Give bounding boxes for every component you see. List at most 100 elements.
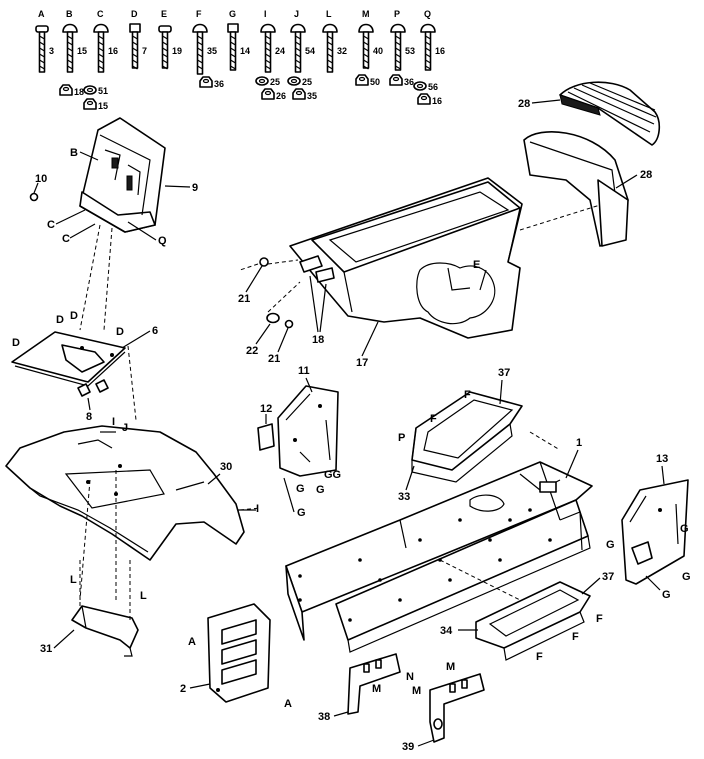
bolt-C (93, 23, 109, 73)
bolt-J (290, 23, 306, 73)
hex-nut (389, 74, 403, 86)
callout-39: 39 (402, 741, 414, 753)
bolt-letter: C (97, 9, 104, 19)
callout-1: 1 (576, 437, 582, 449)
callout-17: 17 (356, 357, 368, 369)
callout-9: 9 (192, 182, 198, 194)
bolt-part-number: 19 (172, 46, 182, 56)
callout-F3: F (596, 613, 603, 625)
callout-21b: 21 (268, 353, 280, 365)
bolt-letter: F (196, 9, 202, 19)
bolt-part-number: 53 (405, 46, 415, 56)
callout-G3: GG (324, 469, 341, 481)
lock-washer (83, 85, 97, 95)
part-34-lower-pad: 37 34 F F F (440, 571, 614, 663)
bolt-part-number: 15 (77, 46, 87, 56)
bolt-F (192, 23, 208, 75)
part-13-side-plate: 13 G G G G (606, 453, 691, 601)
bolt-letter: J (294, 9, 299, 19)
bolt-A (35, 25, 49, 73)
bolt-part-number: 54 (305, 46, 315, 56)
callout-B: B (70, 147, 78, 159)
callout-18: 18 (312, 334, 324, 346)
callout-28a: 28 (518, 98, 530, 110)
bolt-letter: M (362, 9, 370, 19)
callout-D2: D (56, 314, 64, 326)
bolt-B (62, 23, 78, 73)
callout-28b: 28 (640, 169, 652, 181)
part-37-upper-pad: 37 F F P 33 (398, 367, 523, 503)
bolt-letter: B (66, 9, 73, 19)
callout-L2: L (140, 590, 147, 602)
lock-washer (413, 81, 427, 91)
callout-12: 12 (260, 403, 272, 415)
lock-washer (287, 76, 301, 86)
washer-part-number: 25 (270, 77, 280, 87)
part-10-key: 10 (29, 173, 47, 202)
assembly-lines (79, 204, 601, 620)
callout-31: 31 (40, 643, 52, 655)
callout-G1: G (296, 483, 305, 495)
lock-washer (255, 76, 269, 86)
bolt-letter: G (229, 9, 236, 19)
bolt-E (158, 25, 172, 70)
washer-part-number: 25 (302, 77, 312, 87)
nut-part-number: 36 (214, 79, 224, 89)
callout-2: 2 (180, 683, 186, 695)
bolt-D (129, 23, 141, 70)
bolt-M (358, 23, 374, 70)
nut-part-number: 18 (74, 87, 84, 97)
callout-F4: F (572, 631, 579, 643)
callout-M2: M (446, 661, 455, 673)
callout-37a: 37 (498, 367, 510, 379)
bolt-Q (420, 23, 436, 71)
callout-11: 11 (298, 365, 310, 377)
part-31-rear-bracket: 31 L L (40, 574, 147, 657)
callout-F1: F (464, 389, 471, 401)
callout-D1: D (12, 337, 20, 349)
part-17-hood: E 17 18 (289, 177, 523, 369)
hex-nut (59, 84, 73, 96)
bolt-part-number: 3 (49, 46, 54, 56)
callout-Q: Q (158, 235, 167, 247)
callout-I2: I (256, 503, 259, 515)
callout-F5: F (536, 651, 543, 663)
part-12-tab: 12 (257, 403, 275, 451)
callout-33: 33 (398, 491, 410, 503)
hex-nut (199, 76, 213, 88)
callout-6: 6 (152, 325, 158, 337)
bolt-part-number: 16 (108, 46, 118, 56)
callout-M1: M (372, 683, 381, 695)
bolt-part-number: 16 (435, 46, 445, 56)
hex-nut (261, 88, 275, 100)
callout-37b: 37 (602, 571, 614, 583)
callout-34: 34 (440, 625, 453, 637)
hardware-row: A3B15C16D7E19F35G14I24J54L32M40P53Q16512… (35, 9, 445, 111)
part-28-bumper-pad: 28 (518, 81, 661, 146)
callout-G8: G (662, 589, 671, 601)
callout-N: N (406, 671, 414, 683)
part-30-fender: 30 I J I (5, 416, 259, 601)
part-8-clips (77, 379, 109, 397)
part-1-frame: 1 (285, 437, 593, 653)
nut-part-number: 35 (307, 91, 317, 101)
bolt-letter: P (394, 9, 400, 19)
callout-30: 30 (220, 461, 232, 473)
callout-G4: G (297, 507, 306, 519)
callout-D3: D (70, 310, 78, 322)
callout-D4: D (116, 326, 124, 338)
bolt-part-number: 14 (240, 46, 250, 56)
nut-part-number: 16 (432, 96, 442, 106)
part-39-bracket: 39 M M (402, 661, 485, 753)
bolt-letter: I (264, 9, 267, 19)
callout-38: 38 (318, 711, 330, 723)
callout-I1: I (112, 416, 115, 428)
callout-G5: G (680, 523, 689, 535)
bolt-part-number: 35 (207, 46, 217, 56)
part-38-bracket: 38 N M (318, 653, 414, 723)
parts-21-22-fasteners: 21 22 21 (238, 257, 301, 365)
callout-8: 8 (86, 411, 92, 423)
nut-part-number: 15 (98, 101, 108, 111)
callout-G6: G (606, 539, 615, 551)
bolt-letter: D (131, 9, 138, 19)
